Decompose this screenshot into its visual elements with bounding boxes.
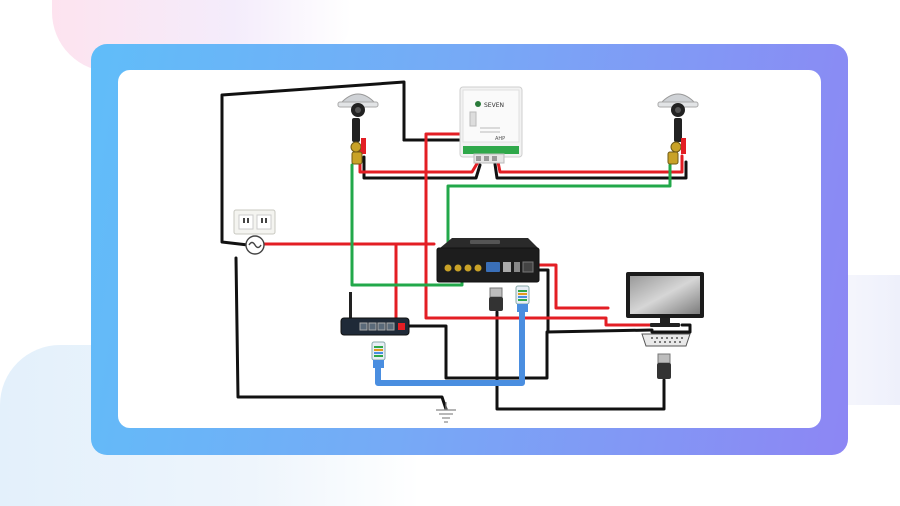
dome-camera-left-icon	[337, 93, 379, 165]
dvr-recorder-icon	[436, 238, 540, 283]
black-wire-dvr-power	[534, 268, 550, 334]
black-wire-monitor	[650, 323, 692, 334]
black-wire-left-camera	[362, 155, 482, 180]
rj45-plug-dvr-icon	[515, 285, 530, 312]
black-wire-router-dvr	[400, 324, 654, 380]
black-wire-to-ground	[234, 256, 448, 411]
supply-model-label: AHP	[495, 136, 505, 142]
ac-source-icon	[245, 235, 265, 255]
blue-network-cable	[375, 307, 525, 386]
power-supply-box-icon: SEVEN AHP	[459, 86, 523, 164]
network-cable-router-dvr	[375, 307, 525, 386]
supply-brand-label: SEVEN	[484, 102, 504, 109]
hdmi-plug-monitor-icon	[657, 353, 671, 379]
wifi-router-icon	[340, 292, 410, 336]
rj45-plug-router-icon	[371, 341, 386, 368]
wall-socket-icon	[233, 209, 276, 235]
hdmi-plug-dvr-icon	[489, 287, 503, 311]
monitor-icon	[626, 272, 704, 327]
red-wire-right-camera	[496, 154, 684, 174]
black-wire-right-camera	[493, 160, 688, 180]
black-hdmi-cable	[495, 310, 666, 411]
ground-symbol-icon	[436, 402, 456, 423]
black-ground-wires	[220, 80, 692, 411]
black-wire-supply-to-socket	[220, 80, 406, 247]
dome-camera-right-icon	[657, 93, 699, 165]
red-wire-supply-to-monitor	[424, 132, 652, 327]
red-power-wires	[260, 132, 684, 327]
red-wire-dvr	[534, 263, 610, 310]
vga-connector-icon	[641, 333, 691, 347]
